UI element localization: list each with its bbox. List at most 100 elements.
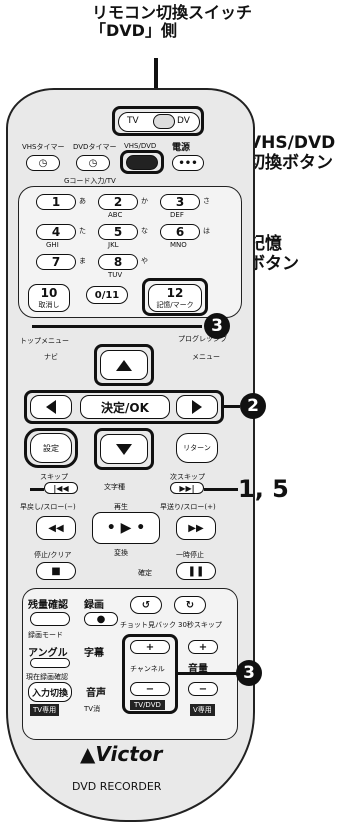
- key-4[interactable]: 4: [36, 224, 76, 240]
- return-label: リターン: [183, 444, 211, 452]
- text-type-label: 文字種: [104, 483, 125, 491]
- vhs-dvd-button[interactable]: [126, 155, 158, 170]
- tv-dv-switch[interactable]: TV DV: [118, 112, 200, 132]
- vhs-dvd-btn-label: VHS/DVD: [124, 142, 157, 150]
- callout-line-3b: [178, 672, 238, 675]
- left-button[interactable]: [30, 395, 72, 419]
- setup-highlight: [24, 428, 78, 468]
- skip-next-button[interactable]: ▶▶|: [170, 482, 204, 494]
- volume-up-button[interactable]: +: [188, 640, 218, 654]
- callout-line-switch: [154, 58, 158, 108]
- key-5-number: 5: [113, 225, 123, 239]
- key-8[interactable]: 8: [98, 254, 138, 270]
- vhs-dvd-callout: VHS/DVD 切換ボタン: [248, 133, 336, 173]
- pause-button[interactable]: ❚❚: [176, 562, 216, 580]
- vhs-timer-label: VHSタイマー: [22, 143, 65, 151]
- tv-dvd-label: TV/DVD: [130, 700, 165, 710]
- key-3-number: 3: [175, 195, 185, 209]
- current-rec-label: 現在録画確認: [26, 673, 68, 681]
- stop-button[interactable]: ■: [36, 562, 76, 580]
- rewind-button[interactable]: ◀◀: [36, 516, 76, 540]
- key-5[interactable]: 5: [98, 224, 138, 240]
- power-button[interactable]: •••: [172, 155, 204, 171]
- key-7[interactable]: 7: [36, 254, 76, 270]
- callout-line-2: [224, 405, 240, 408]
- key-12-number: 12: [166, 286, 184, 300]
- right-button[interactable]: [176, 395, 218, 419]
- tv-only-label: TV専用: [30, 704, 60, 716]
- up-button[interactable]: [100, 350, 148, 380]
- key-3[interactable]: 3: [160, 194, 200, 210]
- angle-button[interactable]: [30, 658, 70, 668]
- input-switch-label: 入力切換: [31, 688, 68, 699]
- input-switch-button[interactable]: 入力切換: [28, 682, 72, 702]
- dv-label: DV: [177, 116, 190, 126]
- volume-down-button[interactable]: −: [188, 682, 218, 696]
- skip-next-label: 次スキップ: [170, 473, 205, 481]
- key-6[interactable]: 6: [160, 224, 200, 240]
- key-8-number: 8: [113, 255, 123, 269]
- key-7-kana: ま: [79, 257, 86, 265]
- ok-label: 決定/OK: [101, 400, 149, 415]
- step-2-badge: 2: [240, 393, 266, 419]
- convert-label: 変換: [114, 549, 128, 557]
- key-6-kana: は: [203, 227, 210, 235]
- memory-highlight: [142, 278, 208, 316]
- up-arrow-icon: [116, 359, 132, 371]
- step-1-5-text: 1, 5: [238, 475, 289, 503]
- remaining-button[interactable]: [30, 612, 70, 626]
- chotto-label: チョット見バック: [120, 621, 176, 629]
- key-4-number: 4: [51, 225, 61, 239]
- key-10[interactable]: 10 取消し: [28, 284, 70, 312]
- brand-logo: ▲Victor: [80, 742, 162, 766]
- v-only-label: V専用: [190, 704, 215, 716]
- record-label: 録画: [84, 600, 104, 611]
- key-10-sub: 取消し: [38, 301, 60, 309]
- key-1[interactable]: 1: [36, 194, 76, 210]
- remote-switch-label: リモコン切換スイッチ: [92, 3, 253, 22]
- callout-line-3a: [32, 325, 202, 328]
- callout-line-1-5b: [204, 488, 238, 491]
- vhs-dvd-label: VHS/DVD: [248, 133, 336, 153]
- setup-button[interactable]: 設定: [30, 433, 72, 463]
- key-2-letters: ABC: [108, 211, 123, 219]
- model-label: DVD RECORDER: [72, 780, 162, 793]
- ok-button[interactable]: 決定/OK: [80, 395, 170, 419]
- navi-label: ナビ: [44, 353, 58, 361]
- memory-label: 記憶: [248, 234, 282, 254]
- dpad-highlight: [24, 390, 224, 424]
- key-12[interactable]: 12 記憶/マーク: [148, 284, 202, 312]
- skip-back-button[interactable]: |◀◀: [44, 482, 78, 494]
- key-7-number: 7: [51, 255, 61, 269]
- record-button[interactable]: ●: [84, 612, 118, 626]
- gcode-label: Gコード入力/TV: [64, 177, 116, 185]
- key-5-kana: な: [141, 227, 148, 235]
- switch-knob: [153, 114, 175, 129]
- play-button[interactable]: • ▶ •: [92, 512, 160, 544]
- key-0-11-number: 0/11: [94, 289, 120, 301]
- confirm-label: 確定: [138, 569, 152, 577]
- setup-label: 設定: [43, 443, 59, 453]
- rew-label: 早戻し/スロー(−): [20, 503, 76, 511]
- skip30-button[interactable]: ↻: [174, 596, 206, 614]
- key-8-letters: TUV: [108, 271, 123, 279]
- pause-label: 一時停止: [176, 551, 204, 559]
- dvd-timer-label: DVDタイマー: [73, 143, 117, 151]
- key-3-kana: さ: [203, 197, 210, 205]
- channel-up-button[interactable]: +: [130, 640, 170, 654]
- channel-down-button[interactable]: −: [130, 682, 170, 696]
- memory-callout: 記憶 ボタン: [248, 234, 299, 274]
- key-0-11[interactable]: 0/11: [86, 286, 128, 304]
- fast-forward-button[interactable]: ▶▶: [176, 516, 216, 540]
- power-label: 電源: [172, 143, 191, 153]
- brand-text: Victor: [95, 742, 163, 766]
- dvd-timer-button[interactable]: ◷: [76, 155, 110, 171]
- return-button[interactable]: リターン: [176, 433, 218, 463]
- down-button[interactable]: [100, 434, 148, 464]
- key-8-kana: や: [141, 257, 148, 265]
- chotto-button[interactable]: ↺: [130, 596, 162, 614]
- key-2[interactable]: 2: [98, 194, 138, 210]
- vhs-timer-button[interactable]: ◷: [26, 155, 60, 171]
- channel-highlight: [122, 634, 178, 714]
- program-label: プログレッシブ: [178, 335, 227, 343]
